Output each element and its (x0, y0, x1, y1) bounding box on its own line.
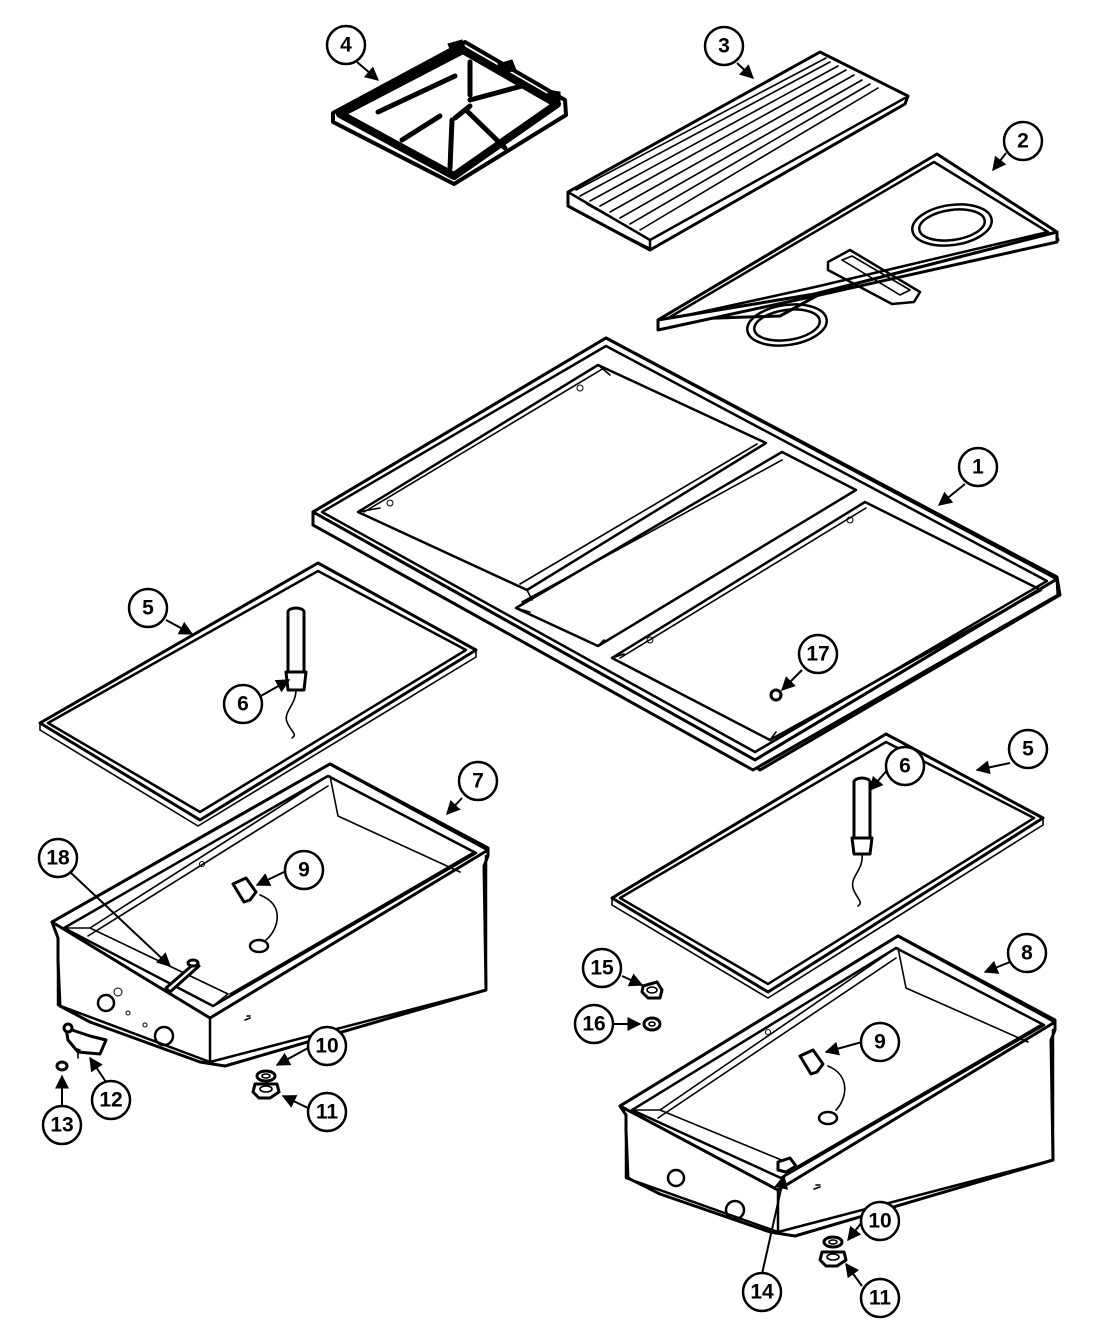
callout-15: 15 (581, 947, 623, 989)
callout-label: 5 (1022, 738, 1034, 761)
callout-7: 7 (457, 760, 499, 802)
callout-label: 11 (869, 1287, 892, 1310)
burner-grate (331, 39, 568, 186)
callout-label: 17 (806, 643, 829, 666)
callout-2: 2 (1002, 120, 1044, 162)
grill-grate (566, 50, 910, 252)
callout-label: 2 (1017, 130, 1029, 153)
callout-label: 3 (718, 35, 730, 58)
callout-6-right: 6 (884, 745, 926, 787)
callout-label: 13 (50, 1114, 73, 1137)
callout-label: 12 (99, 1089, 122, 1112)
callout-label: 4 (340, 34, 352, 57)
cooktop-panel (656, 152, 1060, 347)
washer-nut-left (251, 1069, 281, 1100)
grommet-16 (642, 1016, 662, 1032)
callout-16: 16 (573, 1003, 615, 1045)
callout-6-left: 6 (222, 683, 264, 725)
callout-label: 9 (874, 1031, 886, 1054)
callout-label: 7 (472, 770, 484, 793)
callout-11-right: 11 (859, 1277, 901, 1319)
callout-9-right: 9 (859, 1021, 901, 1063)
callout-1: 1 (957, 446, 999, 488)
plug-15 (640, 980, 664, 1000)
callout-3: 3 (703, 25, 745, 67)
callout-10-left: 10 (306, 1025, 348, 1067)
callout-12: 12 (90, 1079, 132, 1121)
bracket-12 (62, 1022, 108, 1059)
sensor-right (850, 776, 874, 907)
callout-9-left: 9 (283, 849, 325, 891)
callout-4: 4 (325, 24, 367, 66)
callout-5-left: 5 (127, 587, 169, 629)
callout-17: 17 (797, 633, 839, 675)
callout-label: 6 (237, 693, 249, 716)
gasket-right (610, 732, 1045, 999)
callout-14: 14 (741, 1271, 783, 1313)
drip-pan-right (618, 934, 1057, 1238)
callout-10-right: 10 (859, 1200, 901, 1242)
callout-label: 11 (316, 1101, 339, 1124)
callout-5-right: 5 (1007, 728, 1049, 770)
nut-13 (55, 1060, 69, 1072)
callout-13: 13 (41, 1104, 83, 1146)
callout-label: 16 (582, 1013, 605, 1036)
callout-label: 10 (868, 1210, 891, 1233)
callout-label: 8 (1021, 942, 1033, 965)
callout-label: 18 (46, 847, 70, 870)
main-frame (311, 336, 1062, 772)
plug-17 (769, 688, 783, 702)
callout-18: 18 (37, 837, 79, 879)
callout-label: 15 (590, 957, 614, 980)
callout-label: 1 (972, 456, 984, 479)
callout-8: 8 (1006, 932, 1048, 974)
callout-label: 9 (298, 859, 310, 882)
callout-11-left: 11 (306, 1091, 348, 1133)
callout-label: 14 (750, 1281, 774, 1304)
washer-nut-right (818, 1235, 848, 1268)
callout-label: 10 (315, 1035, 338, 1058)
drip-pan-left (50, 762, 490, 1068)
callout-label: 5 (142, 597, 154, 620)
callout-label: 6 (899, 755, 911, 778)
